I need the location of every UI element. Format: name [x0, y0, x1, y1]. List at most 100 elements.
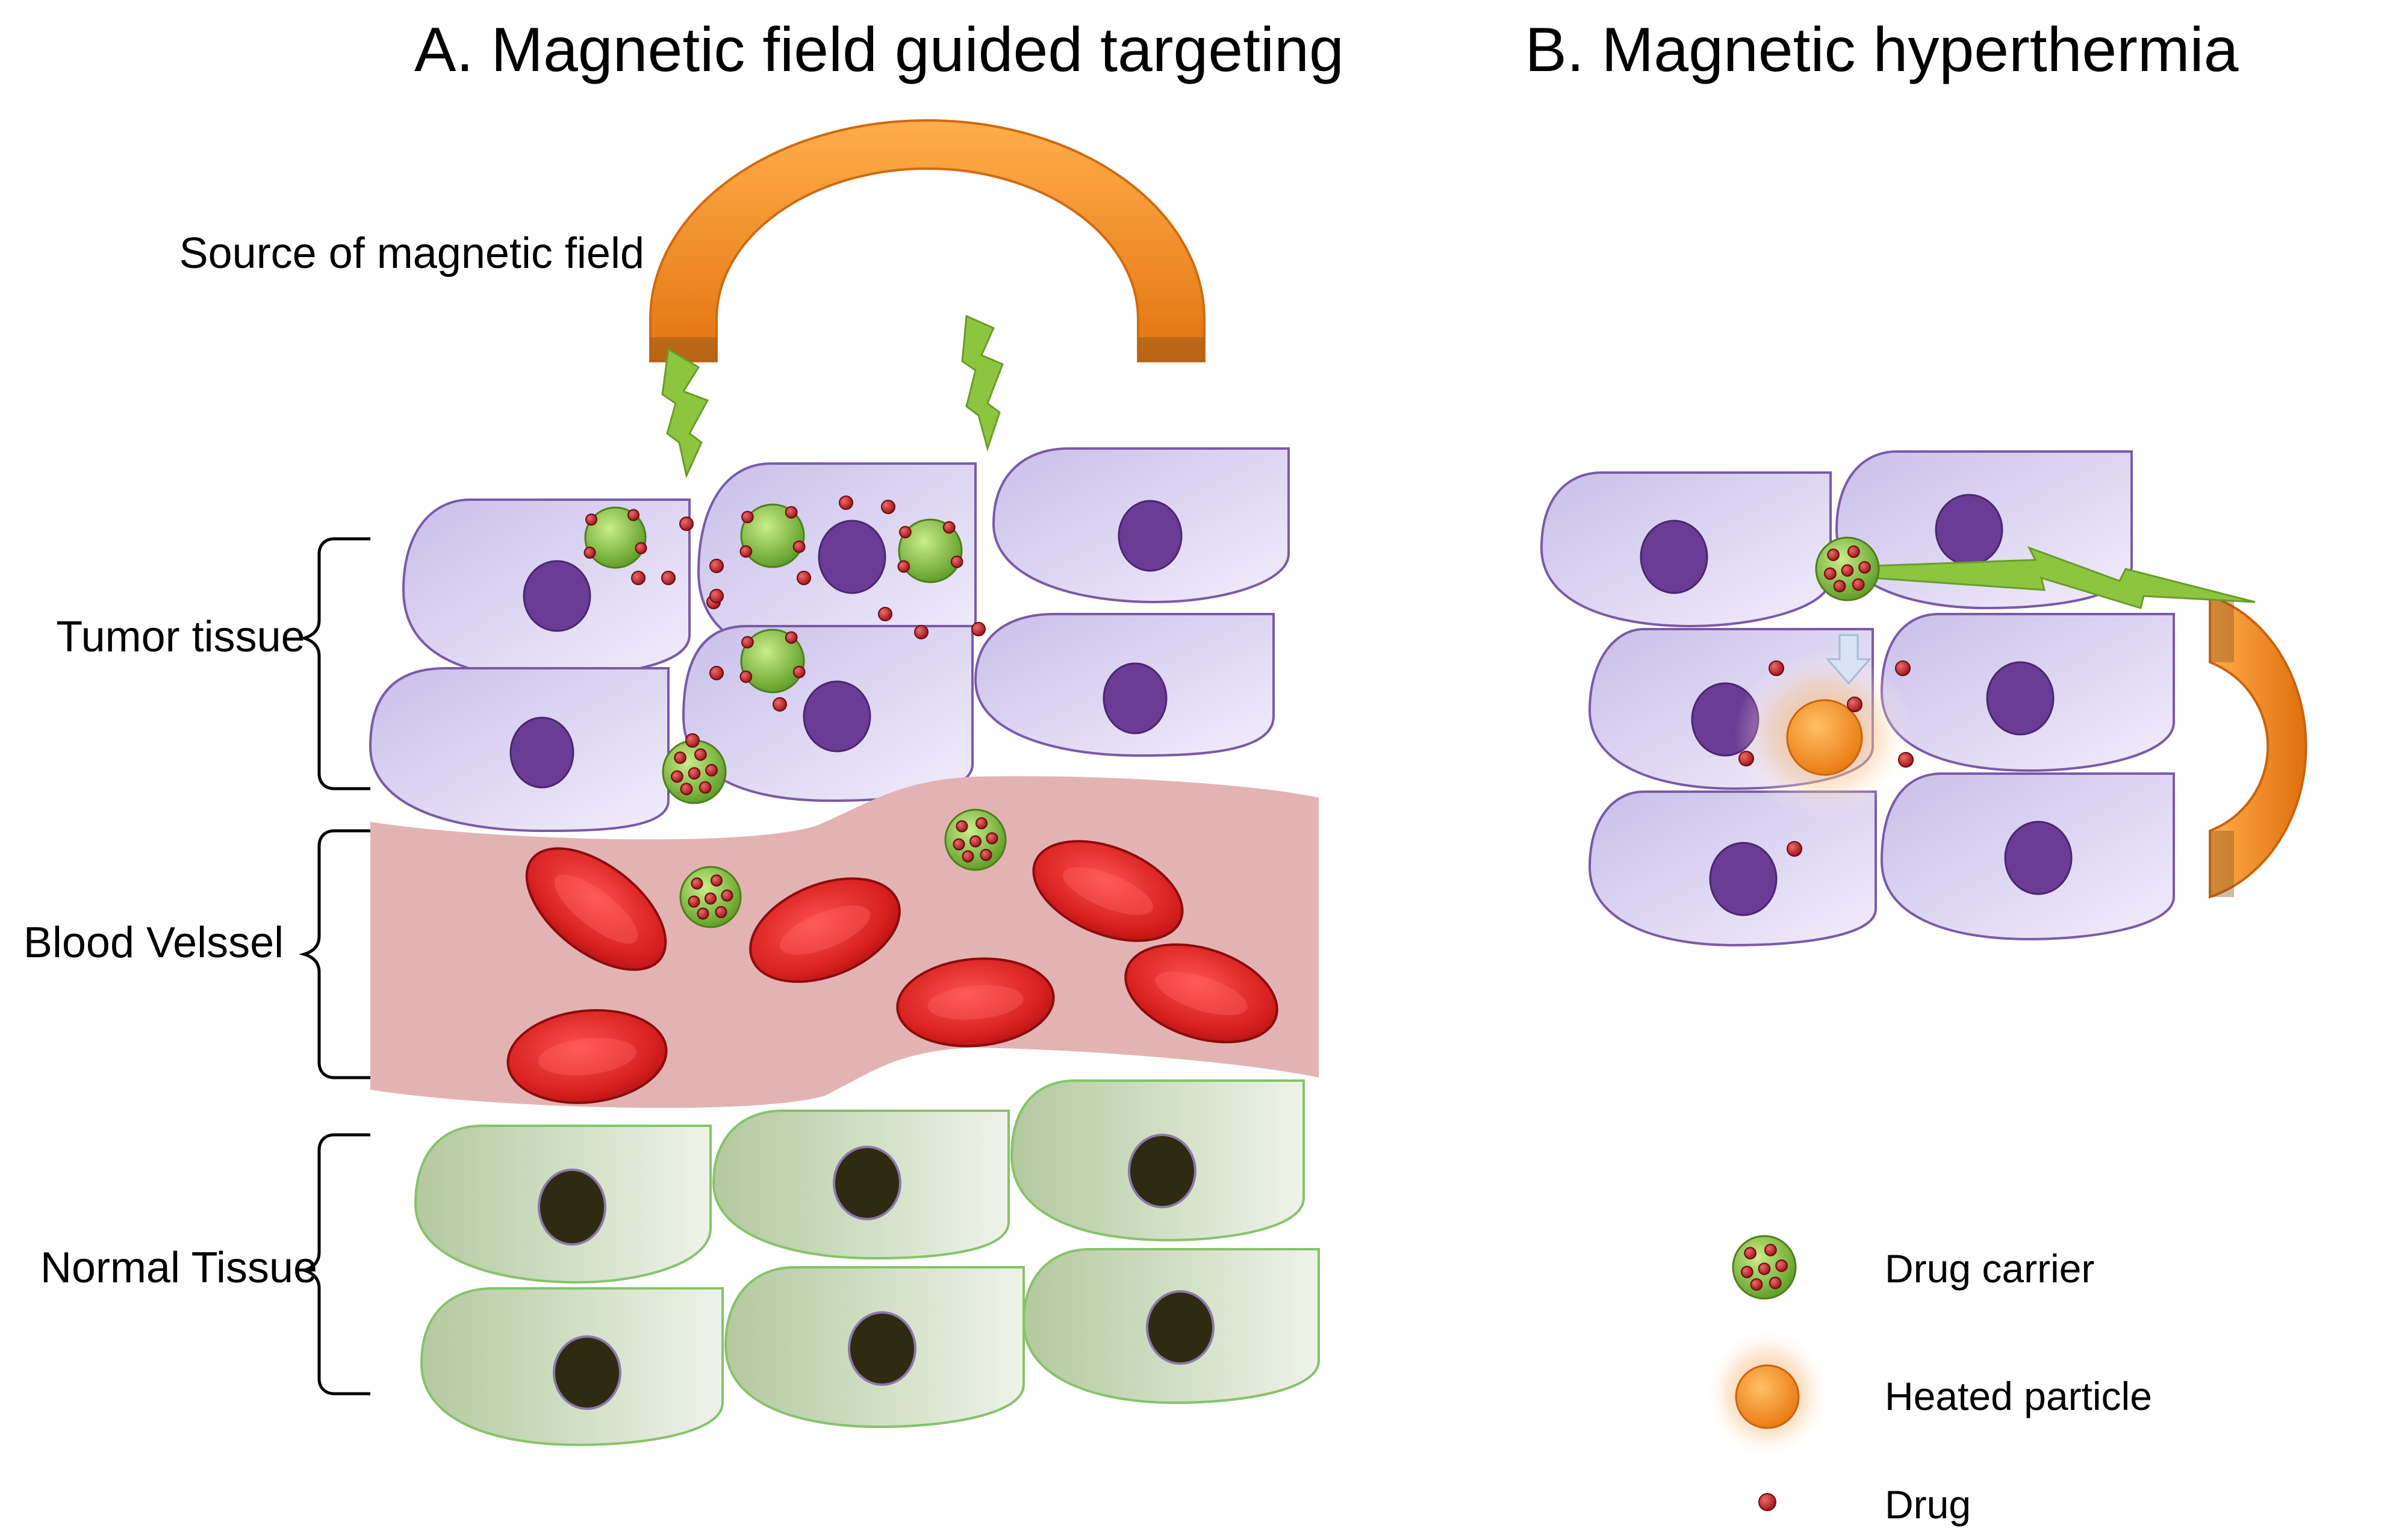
- drug-particle: [709, 589, 724, 603]
- red-blood-cell: [896, 957, 1055, 1048]
- drug-particle: [1787, 841, 1802, 857]
- drug-particle: [1833, 580, 1846, 592]
- tumor-nucleus: [803, 680, 871, 753]
- tumor-nucleus: [2004, 821, 2073, 895]
- drug-particle: [688, 767, 701, 780]
- tumor-nucleus: [1640, 520, 1708, 594]
- tumor-nucleus: [523, 560, 591, 632]
- drug-particle: [986, 832, 998, 845]
- red-blood-cell: [506, 1009, 668, 1104]
- normal-nucleus: [553, 1335, 621, 1410]
- drug-particle: [1750, 1278, 1763, 1291]
- drug-particle: [679, 517, 694, 531]
- free-drugs-a: [631, 495, 986, 748]
- tumor-tissue-label: Tumor tissue: [56, 613, 305, 661]
- drug-particle: [705, 764, 718, 777]
- tumor-nucleus: [1709, 842, 1778, 916]
- drug-particle: [1827, 548, 1840, 561]
- drug-particle: [1775, 1259, 1788, 1272]
- drug-particle: [950, 555, 963, 568]
- drug-particle: [792, 665, 806, 678]
- legend-drug-label: Drug: [1885, 1482, 1971, 1527]
- drug-particle: [661, 571, 676, 585]
- tumor-nucleus: [1935, 494, 2003, 566]
- legend-drug-icon: [1758, 1493, 1776, 1511]
- drug-particle: [1769, 660, 1784, 676]
- drug-particle: [691, 877, 703, 890]
- drug-particle: [878, 607, 892, 621]
- red-blood-cell: [525, 847, 667, 971]
- drug-particle: [627, 509, 639, 521]
- legend: Drug carrier Heated particle Drug: [1704, 1235, 2152, 1527]
- drug-particle: [705, 892, 717, 905]
- drug-particle: [715, 906, 727, 918]
- drug-particle: [1895, 660, 1911, 676]
- drug-particle: [956, 820, 968, 833]
- drug-particle: [773, 697, 787, 712]
- drug-particle: [631, 571, 646, 585]
- drug-particle: [721, 889, 733, 902]
- drug-particle: [792, 540, 806, 553]
- drug-particle: [839, 495, 853, 510]
- drug-particle: [1847, 697, 1862, 712]
- tumor-nucleus: [818, 520, 886, 594]
- drug-particle: [797, 571, 811, 585]
- drug-carrier: [583, 506, 647, 569]
- drug-particle: [685, 733, 700, 748]
- legend-heated-particle-label: Heated particle: [1885, 1374, 2152, 1418]
- blood-vessel-label: Blood Velssel: [23, 919, 284, 967]
- drug-particle: [680, 783, 693, 795]
- drug-carrier: [739, 503, 806, 568]
- drug-carrier: [897, 518, 963, 583]
- heated-particle-icon: [1786, 699, 1863, 776]
- lightning-bolt-b-icon: [1872, 546, 2256, 609]
- normal-nucleus: [1128, 1134, 1196, 1208]
- tumor-nucleus: [1103, 662, 1168, 734]
- drug-particle: [785, 506, 798, 519]
- vessel-bracket: [299, 829, 370, 1079]
- drug-carriers-b: [1815, 536, 1880, 601]
- drug-particle: [1852, 578, 1865, 591]
- drug-particle: [739, 545, 753, 558]
- tumor-nucleus: [1118, 500, 1183, 572]
- normal-nucleus: [833, 1146, 901, 1220]
- normal-nucleus: [848, 1311, 916, 1386]
- normal-tissue-label: Normal Tissue: [40, 1244, 317, 1292]
- free-drugs-b: [1738, 660, 1914, 857]
- drug-particle: [1769, 1276, 1782, 1290]
- red-blood-cells: [506, 840, 1278, 1104]
- drug-particle: [1847, 545, 1860, 558]
- normal-nucleus: [538, 1169, 606, 1246]
- drug-particle: [1741, 1265, 1753, 1279]
- drug-particle: [1744, 1247, 1756, 1259]
- drug-particle: [785, 631, 798, 644]
- drug-particle: [583, 547, 596, 559]
- tumor-tissue-a: [369, 447, 1290, 833]
- red-blood-cell: [749, 877, 901, 983]
- drug-particle: [971, 622, 986, 636]
- drug-particle: [694, 748, 707, 761]
- drug-particle: [1758, 1262, 1771, 1275]
- drug-carrier: [662, 739, 727, 804]
- drug-particle: [897, 560, 910, 573]
- drug-particle: [741, 636, 754, 649]
- normal-nucleus: [1146, 1290, 1215, 1365]
- drug-carriers-a: [583, 503, 1007, 928]
- drug-particle: [962, 850, 974, 863]
- panel-a-title: A. Magnetic field guided targeting: [414, 15, 1344, 85]
- drug-particle: [741, 511, 754, 524]
- drug-particle: [671, 770, 683, 783]
- red-blood-cell: [1124, 943, 1278, 1044]
- drug-particle: [674, 751, 686, 764]
- drug-carrier: [679, 866, 742, 928]
- tumor-nucleus: [1986, 661, 2055, 736]
- drug-particle: [739, 670, 753, 683]
- magnet-label: Source of magnetic field: [179, 229, 644, 278]
- red-blood-cell: [1032, 840, 1184, 942]
- panel-b-title: B. Magnetic hyperthermia: [1525, 15, 2239, 85]
- lightning-bolt-right-icon: [961, 314, 1004, 452]
- down-arrow-icon: [1825, 634, 1872, 685]
- drug-particle: [1738, 751, 1754, 766]
- magnet-a-icon: [649, 119, 1206, 362]
